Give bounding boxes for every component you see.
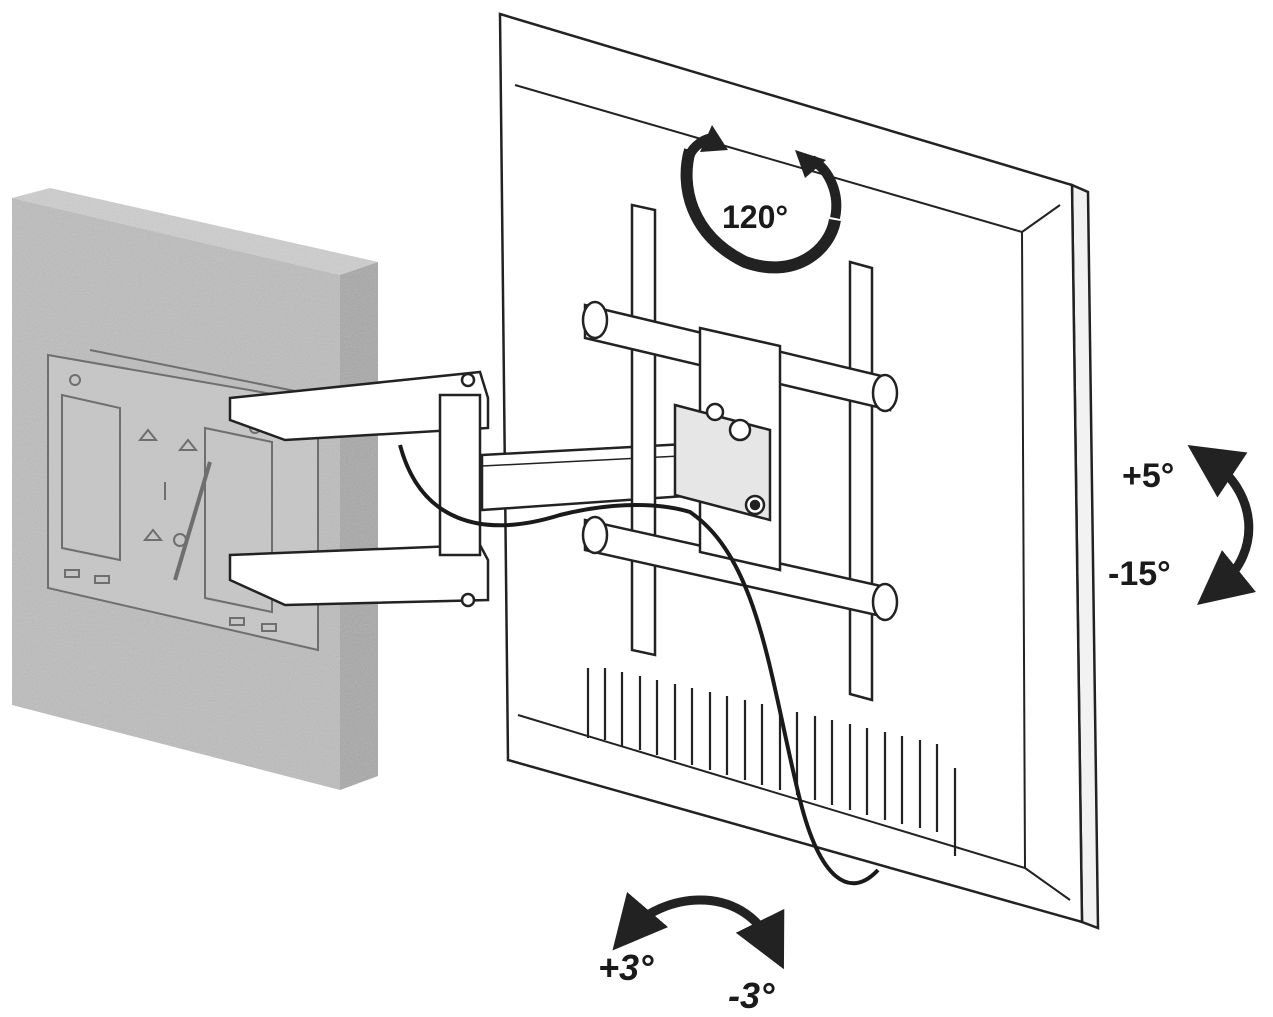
tilt-down-label: -15° — [1108, 555, 1171, 593]
level-indicator: +3° -3° — [598, 891, 785, 1016]
tilt-indicator: +5° -15° — [1108, 445, 1256, 605]
vent-slots — [586, 668, 957, 856]
wall-side-face — [340, 262, 378, 790]
arm-pivot-post — [438, 393, 482, 557]
left-vertical-rail — [630, 203, 657, 657]
level-plus-label: +3° — [598, 947, 654, 988]
rotate-both-ways-icon — [680, 125, 842, 274]
curved-double-arrow-icon — [612, 891, 785, 970]
tv-bracket — [581, 203, 899, 702]
upper-rear-arm — [228, 370, 490, 442]
wall-top-face — [12, 188, 378, 275]
curved-double-arrow-icon — [1187, 445, 1256, 605]
level-minus-label: -3° — [728, 975, 775, 1016]
swivel-indicator: 120° — [680, 125, 842, 274]
tilt-head — [673, 402, 772, 522]
swivel-angle-label: 120° — [722, 199, 788, 235]
tilt-up-label: +5° — [1122, 457, 1174, 495]
right-vertical-rail — [848, 260, 874, 702]
cable — [398, 444, 880, 886]
